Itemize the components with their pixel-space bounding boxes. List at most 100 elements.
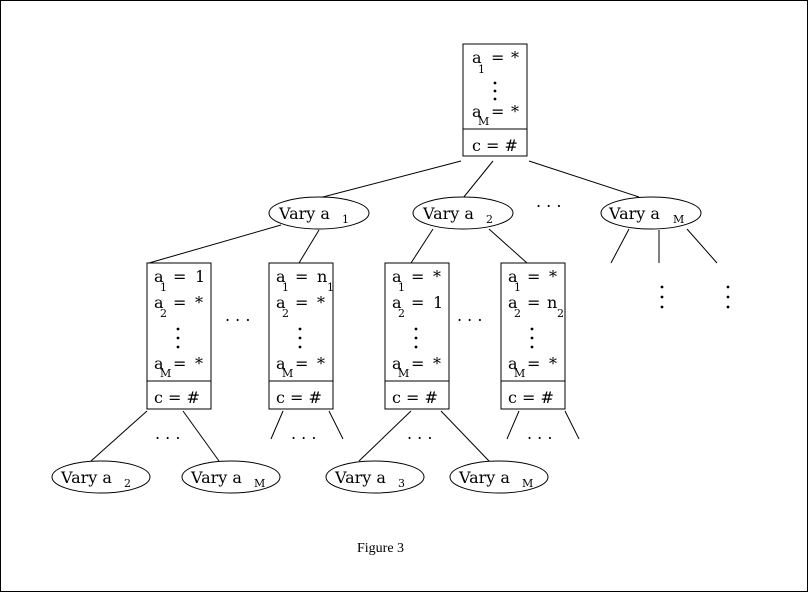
edge-box1-vary-a2 <box>90 410 148 462</box>
trail-vdot <box>660 285 664 289</box>
b3-c-label: c = # <box>392 388 438 407</box>
b1-vdot <box>176 345 180 349</box>
trail-vdot <box>726 295 730 299</box>
trail-vdot <box>660 295 664 299</box>
b1-a2-val: * <box>195 293 203 312</box>
edge-vary-aM-left <box>610 228 630 264</box>
b4-a1-var: a <box>508 267 518 286</box>
root-a1-eq: = <box>491 48 504 67</box>
edge-vary-aM-right <box>686 228 718 264</box>
vary-aM-leaf-node-2: Vary a M <box>449 460 549 494</box>
b4-aM-sub: M <box>514 367 525 380</box>
edge-vary-a2-box3 <box>410 228 434 264</box>
vary-a1-sub: 1 <box>342 213 349 226</box>
b3-vdot <box>414 345 418 349</box>
b1-aM-val: * <box>195 354 203 373</box>
state-box-1-rect <box>146 262 212 410</box>
level1-ellipsis: . . . <box>536 192 561 211</box>
trail-vdot <box>726 285 730 289</box>
b3-vdot <box>414 327 418 331</box>
b1-aM-eq: = <box>173 354 186 373</box>
root-vdot <box>493 97 497 101</box>
vary-aM-leaf-sub-2: M <box>522 477 533 490</box>
b4-a2-val-sub: 2 <box>557 307 564 320</box>
b2-a2-sub: 2 <box>282 307 289 320</box>
state-box-2: a 1 = n 1 a 2 = * a M = * c = # <box>268 262 334 410</box>
b4-aM-eq: = <box>527 354 540 373</box>
edge-box3-vary-aM <box>440 410 490 462</box>
b1-c-label: c = # <box>154 388 200 407</box>
b1-vdot <box>176 327 180 331</box>
vary-a2-text: Vary a <box>422 204 474 223</box>
edge-root-vary-aM <box>528 160 640 198</box>
b1-a2-sub: 2 <box>160 307 167 320</box>
root-aM-eq: = <box>491 102 504 121</box>
b3-aM-val: * <box>433 354 441 373</box>
vary-a2-leaf-node: Vary a 2 <box>51 460 151 494</box>
trail-vdot <box>726 305 730 309</box>
b1-vdot <box>176 336 180 340</box>
root-vdot <box>493 81 497 85</box>
vary-a1-node: Vary a 1 <box>268 196 370 230</box>
vary-aM-leaf-node-1: Vary a M <box>181 460 281 494</box>
vary-a2-ellipse <box>412 196 514 230</box>
b2-aM-val: * <box>317 354 325 373</box>
b3-aM-eq: = <box>411 354 424 373</box>
b4-vdot <box>530 336 534 340</box>
vary-a2-leaf-text: Vary a <box>60 468 112 487</box>
vary-aM-leaf-ellipse-2 <box>449 460 549 494</box>
b2-aM-var: a <box>276 354 286 373</box>
vary-aM-node: Vary a M <box>600 196 702 230</box>
b1-a1-eq: = <box>173 267 186 286</box>
state-box-1: a 1 = 1 a 2 = * a M = * c = # <box>146 262 212 410</box>
edge-vary-a1-box1 <box>148 224 282 264</box>
b4-aM-val: * <box>549 354 557 373</box>
vary-a3-leaf-sub: 3 <box>398 477 405 490</box>
root-vdot <box>493 89 497 93</box>
b1-a2-var: a <box>154 293 164 312</box>
b2-c-label: c = # <box>276 388 322 407</box>
edge-box3-vary-a3 <box>358 410 412 462</box>
vary-aM-sub: M <box>673 213 684 226</box>
b3-a2-var: a <box>392 293 402 312</box>
b2-a2-val: * <box>317 293 325 312</box>
vary-aM-leaf-text-2: Vary a <box>458 468 510 487</box>
b3-aM-var: a <box>392 354 402 373</box>
b1-aM-var: a <box>154 354 164 373</box>
root-aM-val: * <box>511 102 519 121</box>
b2-a2-eq: = <box>295 293 308 312</box>
b2-vdot <box>298 336 302 340</box>
edge-box2-left <box>270 410 284 440</box>
b1-a2-eq: = <box>173 293 186 312</box>
level3-ellipsis-4: . . . <box>527 424 552 443</box>
b1-aM-sub: M <box>160 367 171 380</box>
b2-a1-sub: 1 <box>282 281 289 294</box>
vary-a2-sub: 2 <box>486 213 493 226</box>
b1-a1-var: a <box>154 267 164 286</box>
state-box-2-rect <box>268 262 334 410</box>
vary-a3-leaf-ellipse <box>325 460 425 494</box>
b4-c-label: c = # <box>508 388 554 407</box>
b4-a1-val: * <box>549 267 557 286</box>
root-aM-sub: M <box>478 115 489 128</box>
edge-box4-right <box>564 410 580 440</box>
level2-ellipsis-2: . . . <box>457 306 482 325</box>
b2-a1-val-sub: 1 <box>327 281 334 294</box>
level2-ellipsis-1: . . . <box>225 306 250 325</box>
b4-a1-sub: 1 <box>514 281 521 294</box>
edge-box2-right <box>328 410 344 440</box>
level3-ellipsis-1: . . . <box>155 424 180 443</box>
b4-vdot <box>530 327 534 331</box>
b3-a2-eq: = <box>411 293 424 312</box>
b4-a2-val: n <box>547 293 557 312</box>
vary-aM-leaf-ellipse-1 <box>181 460 281 494</box>
b3-a1-var: a <box>392 267 402 286</box>
edge-box4-left <box>506 410 520 440</box>
b3-a2-val: 1 <box>433 293 443 312</box>
b1-a1-sub: 1 <box>160 281 167 294</box>
state-box-4: a 1 = * a 2 = n 2 a M = * c = # <box>500 262 566 410</box>
vary-aM-ellipse <box>600 196 702 230</box>
vary-a2-leaf-ellipse <box>51 460 151 494</box>
b3-vdot <box>414 336 418 340</box>
